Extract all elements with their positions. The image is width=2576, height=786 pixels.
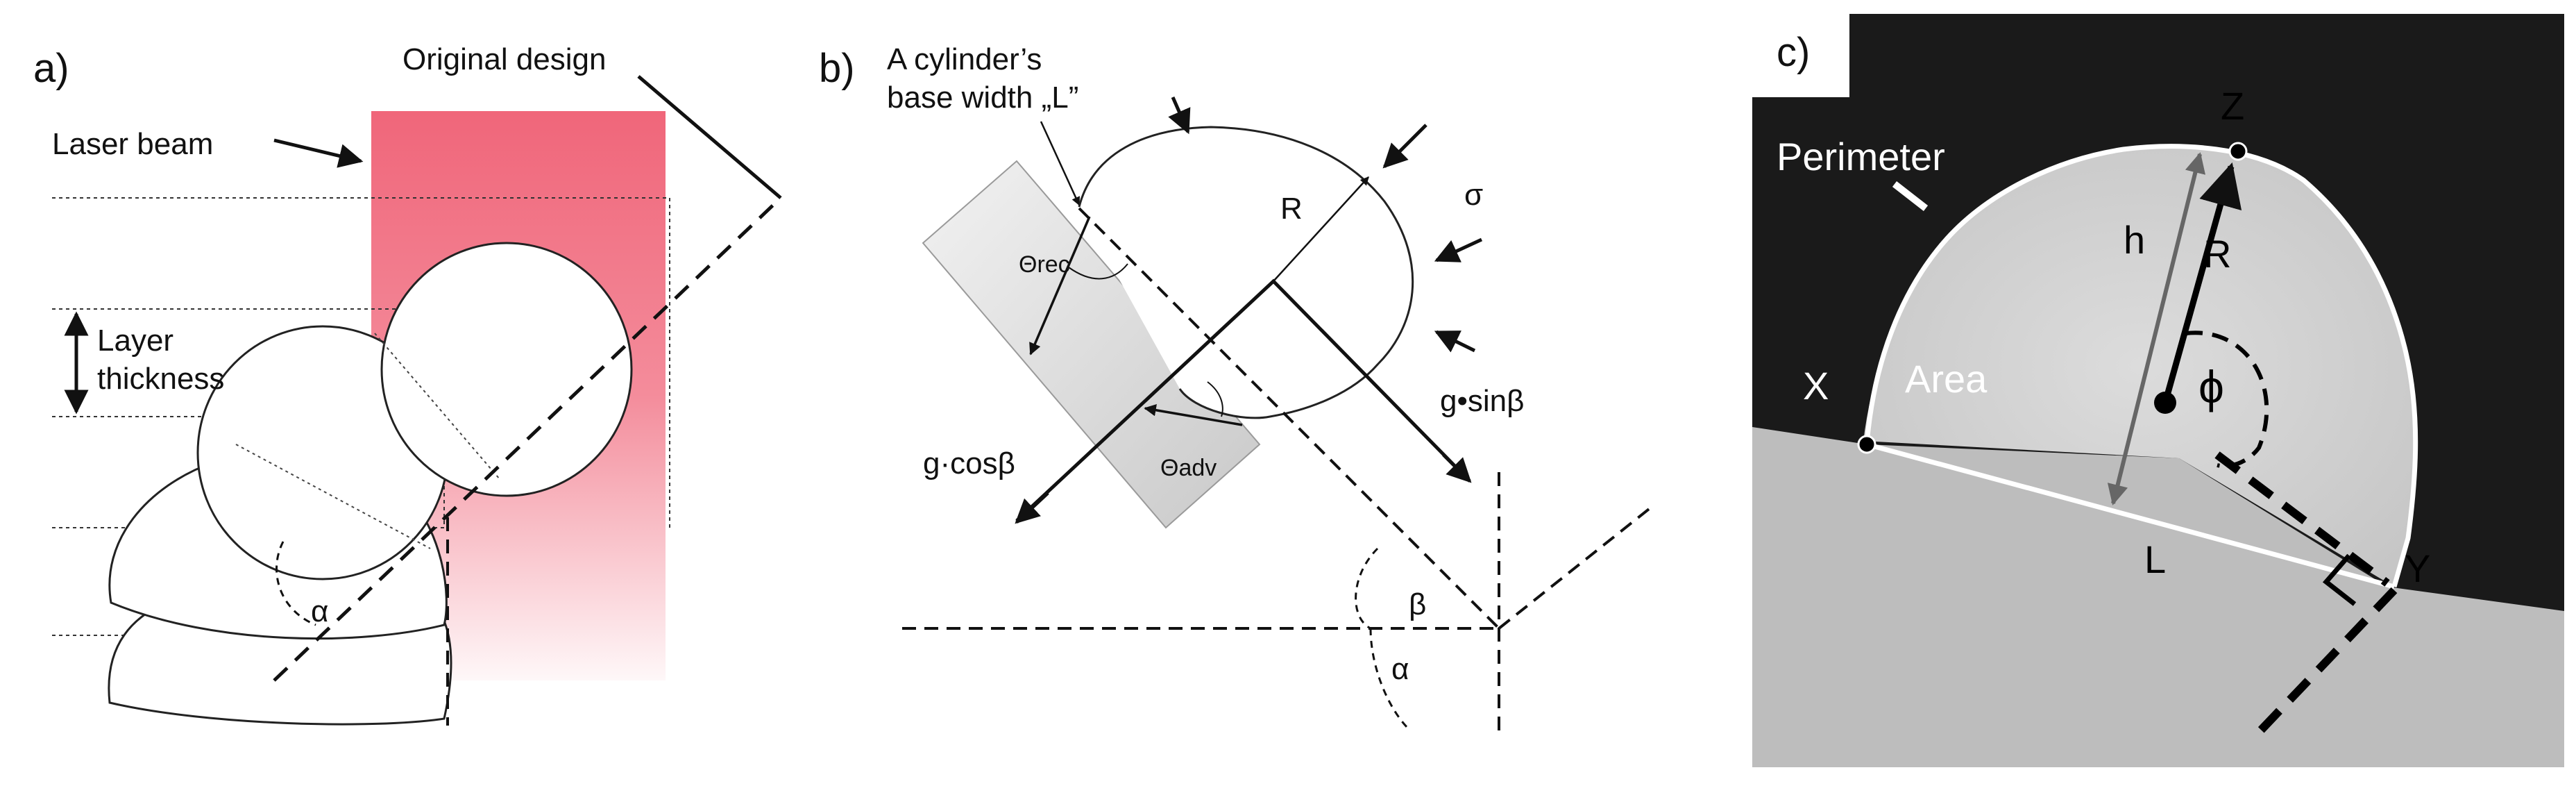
substrate-grey [1752, 427, 2564, 767]
center-to-y-dashed [2214, 451, 2390, 587]
base-line-l [1866, 442, 2395, 590]
sigma-label: σ [1464, 178, 1483, 212]
point-z [2228, 142, 2248, 161]
alpha-label-b: α [1391, 652, 1409, 686]
substrate-plate [922, 160, 1261, 529]
base-length-label: L [2144, 537, 2166, 581]
panel-c-letter: c) [1777, 30, 1810, 75]
point-x [1857, 435, 1876, 454]
inner-chords [235, 333, 500, 549]
panel-a-letter: a) [33, 46, 69, 91]
radius-label-b: R [1280, 192, 1303, 226]
cylinder-width-label-1: A cylinder’s [887, 42, 1042, 76]
height-label: h [2124, 218, 2145, 262]
radius-line [1273, 176, 1369, 282]
phi-label: ϕ [2198, 361, 2224, 412]
incline-axis-dashed [1498, 505, 1653, 630]
y-extension-dashed [2252, 587, 2398, 739]
laser-beam-label: Laser beam [52, 127, 213, 161]
theta-adv-arrow [1144, 404, 1243, 426]
alpha-arc-a [276, 541, 316, 626]
panel-b: b) A cylinder’s base width „L” β α g·cos… [819, 42, 1653, 736]
layer-thickness-label-2: thickness [97, 362, 224, 396]
theta-adv-label: Θadv [1160, 455, 1217, 481]
cylinder-width-label-2: base width „L” [887, 81, 1078, 115]
substrate-axis-dashed [1078, 207, 1500, 630]
surface-tension-arrows [1168, 96, 1483, 353]
cylinder-width-pointer [1040, 121, 1081, 206]
g-sin-arrow [1442, 453, 1472, 483]
original-design-line [637, 75, 782, 199]
cylinder-layer-4 [380, 242, 633, 497]
layer-thickness-label-1: Layer [97, 324, 173, 358]
g-cos-arrow [1015, 492, 1049, 524]
point-z-label: Z [2221, 84, 2244, 128]
beta-arc [1355, 547, 1379, 630]
alpha-arc-b [1369, 628, 1410, 730]
theta-rec-label: Θrec [1019, 251, 1070, 278]
area-label: Area [1905, 357, 1988, 401]
panel-a: a) α Original de [33, 42, 782, 726]
panel-c: c) Perimeter Z X Y h R ϕ Area L [1752, 14, 2564, 767]
original-design-label: Original design [402, 42, 607, 76]
perimeter-outline [1864, 144, 2418, 587]
g-sin-label: g•sinβ [1440, 384, 1524, 418]
theta-adv-arc [1207, 381, 1223, 417]
radius-label-c: R [2203, 232, 2231, 276]
radius-arrow-c [2162, 162, 2242, 404]
g-cos-label: g·cosβ [923, 446, 1015, 480]
alpha-label-a: α [311, 594, 328, 628]
theta-rec-arc [1068, 263, 1128, 280]
point-x-label: X [1803, 364, 1829, 408]
beta-label: β [1409, 587, 1426, 621]
panel-c-tab [1752, 14, 1849, 97]
height-arrow [2107, 152, 2206, 505]
phi-arc [2185, 331, 2269, 469]
right-angle-mark [2322, 553, 2357, 606]
panel-b-letter: b) [819, 46, 855, 91]
perimeter-label: Perimeter [1777, 135, 1945, 178]
laser-beam-arrow [273, 138, 364, 168]
theta-rec-arrow [1029, 216, 1091, 356]
perimeter-pointer [1892, 181, 1929, 211]
point-y-label: Y [2405, 546, 2430, 590]
